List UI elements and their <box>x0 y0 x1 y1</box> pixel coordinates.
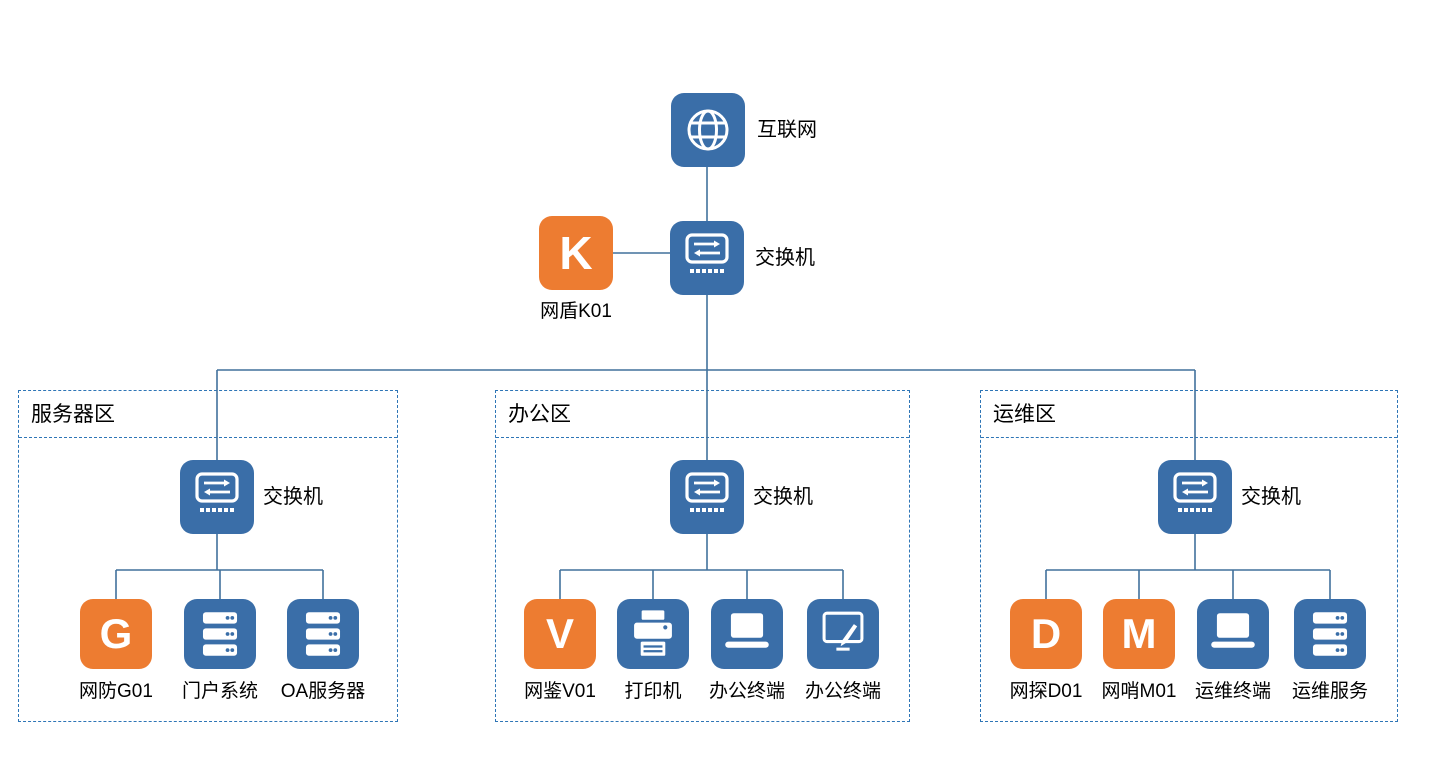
laptop-icon <box>711 599 783 669</box>
switch-icon <box>670 460 744 534</box>
oa-server-node <box>287 599 359 669</box>
office-terminal-monitor-node <box>807 599 879 669</box>
core-switch-label: 交换机 <box>755 247 815 269</box>
server-icon <box>184 599 256 669</box>
ops-service-node <box>1294 599 1366 669</box>
printer-label: 打印机 <box>624 681 682 702</box>
shield-k-label: 网盾K01 <box>540 301 612 322</box>
server-icon <box>1294 599 1366 669</box>
netguard-g01-letter: G <box>99 610 133 657</box>
laptop-icon <box>1197 599 1269 669</box>
zone-ops-area: 运维区 <box>980 390 1398 722</box>
ops-terminal-node <box>1197 599 1269 669</box>
netprobe-d01-letter: D <box>1030 610 1062 657</box>
netsentry-m01-label: 网哨M01 <box>1101 681 1177 702</box>
netprobe-d01-node: D <box>1010 599 1082 669</box>
office-terminal-monitor-label: 办公终端 <box>804 681 881 702</box>
server-zone-switch-node <box>180 460 254 534</box>
portal-system-node <box>184 599 256 669</box>
shield-k-node: K <box>539 216 613 290</box>
ops-zone-switch-label: 交换机 <box>1241 486 1301 508</box>
netscan-v01-label: 网鉴V01 <box>524 681 596 702</box>
zone-server-area: 服务器区 <box>18 390 398 722</box>
netsentry-m01-node: M <box>1103 599 1175 669</box>
office-terminal-laptop-label: 办公终端 <box>708 681 785 702</box>
office-zone-switch-label: 交换机 <box>753 486 813 508</box>
zone-office-area: 办公区 <box>495 390 910 722</box>
globe-icon <box>671 93 745 167</box>
netscan-v01-letter: V <box>545 610 574 657</box>
office-zone-switch-node <box>670 460 744 534</box>
ops-service-label: 运维服务 <box>1291 681 1368 702</box>
printer-icon <box>617 599 689 669</box>
shield-k-letter: K <box>559 227 593 279</box>
netprobe-d01-label: 网探D01 <box>1009 681 1083 702</box>
internet-label: 互联网 <box>757 119 817 141</box>
zone-office-title: 办公区 <box>496 391 909 438</box>
ops-zone-switch-node <box>1158 460 1232 534</box>
oa-server-label: OA服务器 <box>280 681 366 702</box>
netguard-g01-node: G <box>80 599 152 669</box>
office-terminal-laptop-node <box>711 599 783 669</box>
netsentry-m01-letter: M <box>1121 610 1157 657</box>
zone-server-title: 服务器区 <box>19 391 397 438</box>
monitor-pen-icon <box>807 599 879 669</box>
switch-icon <box>670 221 744 295</box>
printer-node <box>617 599 689 669</box>
netguard-g01-label: 网防G01 <box>79 681 153 702</box>
netscan-v01-node: V <box>524 599 596 669</box>
server-zone-switch-label: 交换机 <box>263 486 323 508</box>
internet-node <box>671 93 745 167</box>
switch-icon <box>180 460 254 534</box>
server-icon <box>287 599 359 669</box>
portal-system-label: 门户系统 <box>181 681 258 702</box>
ops-terminal-label: 运维终端 <box>1194 681 1271 702</box>
core-switch-node <box>670 221 744 295</box>
switch-icon <box>1158 460 1232 534</box>
zone-ops-title: 运维区 <box>981 391 1397 438</box>
